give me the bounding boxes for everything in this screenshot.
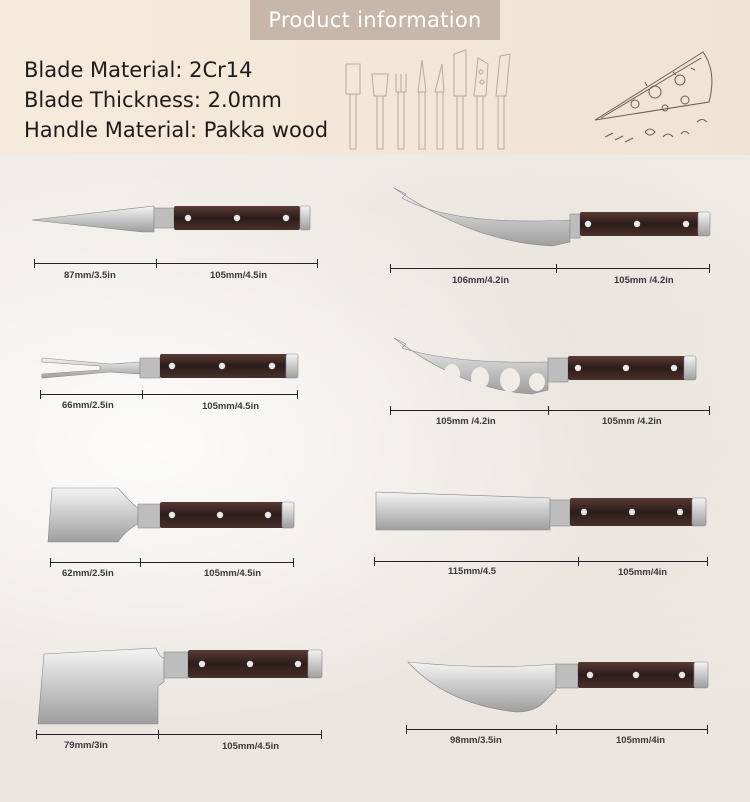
spec-blade-material: Blade Material: 2Cr14 bbox=[24, 58, 253, 82]
cheese-fork-dimension bbox=[40, 389, 298, 401]
cheese-fork-blade-length: 66mm/2.5in bbox=[62, 400, 114, 411]
forked-cheese-knife-dimension bbox=[390, 263, 710, 275]
section-header: Product information bbox=[250, 0, 500, 40]
spec-handle-material: Handle Material: Pakka wood bbox=[24, 118, 329, 142]
cheese-cleaver-dimension bbox=[374, 556, 708, 568]
square-cleaver-blade-length: 79mm/3in bbox=[64, 740, 108, 751]
pizza-sketch bbox=[594, 51, 713, 143]
cheese-spatula-image bbox=[47, 487, 295, 543]
knife-set-sketch bbox=[345, 49, 511, 150]
hard-cheese-knife-dimension bbox=[406, 724, 708, 736]
small-cheese-knife-dimension bbox=[34, 258, 318, 270]
cheese-spatula-blade-length: 62mm/2.5in bbox=[62, 568, 114, 579]
cheese-cleaver-blade-length: 115mm/4.5 bbox=[448, 566, 497, 577]
spec-blade-thickness: Blade Thickness: 2.0mm bbox=[24, 88, 282, 112]
cheese-cleaver-handle-length: 105mm/4in bbox=[618, 567, 668, 578]
small-cheese-knife-image bbox=[31, 205, 311, 233]
hard-cheese-knife-image bbox=[407, 661, 709, 713]
holed-cheese-knife-blade-length: 105mm /4.2in bbox=[436, 416, 496, 427]
section-title: Product information bbox=[268, 8, 482, 32]
cheese-spatula-dimension bbox=[50, 557, 294, 569]
small-cheese-knife-handle-length: 105mm/4.5in bbox=[210, 270, 268, 281]
holed-cheese-knife-image bbox=[393, 337, 697, 395]
small-cheese-knife-blade-length: 87mm/3.5in bbox=[64, 270, 116, 281]
square-cleaver-image bbox=[37, 647, 323, 725]
holed-cheese-knife-handle-length: 105mm /4.2in bbox=[602, 416, 662, 427]
holed-cheese-knife-dimension bbox=[390, 405, 710, 417]
cheese-spatula-handle-length: 105mm/4.5in bbox=[204, 568, 262, 579]
hard-cheese-knife-handle-length: 105mm/4in bbox=[616, 735, 666, 746]
cheese-fork-handle-length: 105mm/4.5in bbox=[202, 401, 260, 412]
hard-cheese-knife-blade-length: 98mm/3.5in bbox=[450, 735, 502, 746]
square-cleaver-handle-length: 105mm/4.5in bbox=[222, 741, 280, 752]
cheese-cleaver-image bbox=[375, 491, 707, 531]
cheese-fork-image bbox=[41, 353, 299, 379]
forked-cheese-knife-image bbox=[393, 187, 711, 247]
forked-cheese-knife-blade-length: 106mm/4.2in bbox=[452, 275, 510, 286]
forked-cheese-knife-handle-length: 105mm /4.2in bbox=[614, 275, 674, 286]
square-cleaver-dimension bbox=[36, 729, 322, 741]
